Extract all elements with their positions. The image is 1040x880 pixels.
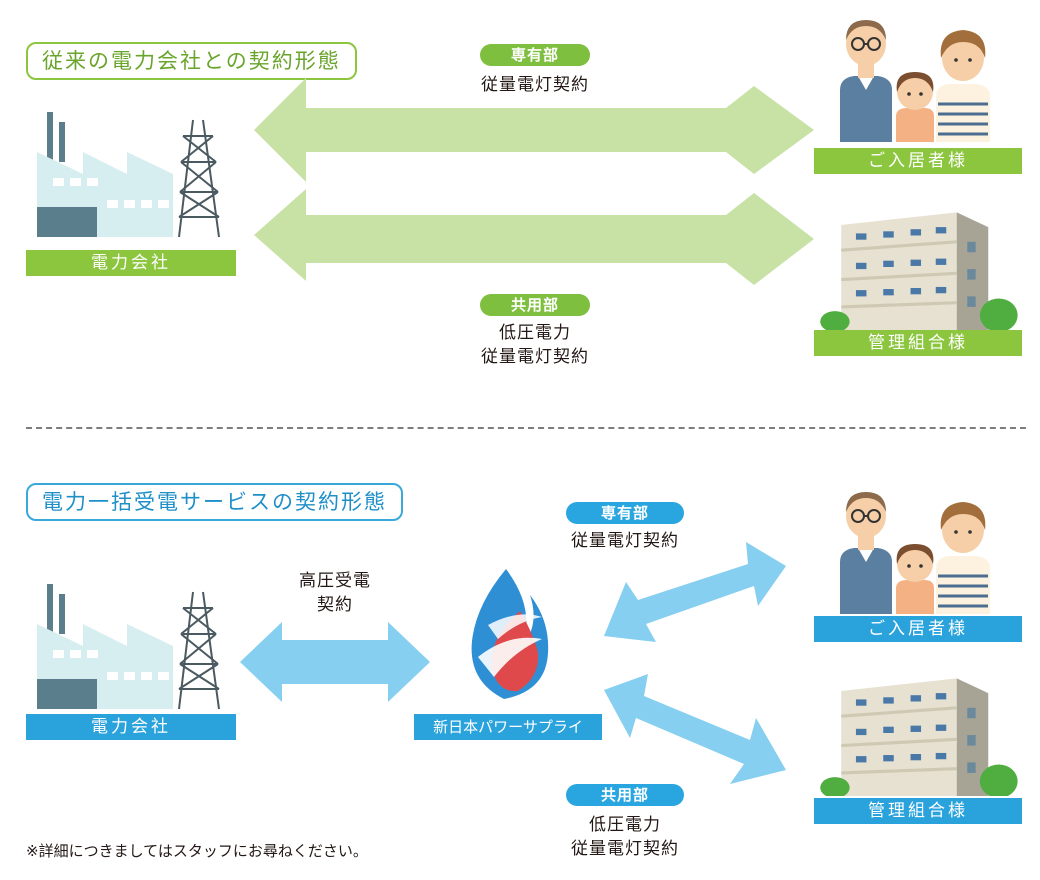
exclusive-tag: 専有部 xyxy=(566,502,684,524)
exclusive-contract-arrow xyxy=(254,78,814,182)
traditional-title: 従来の電力会社との契約形態 xyxy=(26,42,357,80)
exclusive-contract-arrow xyxy=(604,542,786,642)
resident-label: ご入居者様 xyxy=(814,616,1022,642)
building-illustration xyxy=(820,204,1020,330)
association-label: 管理組合様 xyxy=(814,798,1022,824)
supplier-logo-icon xyxy=(471,569,549,699)
resident-label: ご入居者様 xyxy=(814,148,1022,174)
common-contract-arrow xyxy=(604,674,786,784)
factory-illustration xyxy=(18,112,238,252)
common-contract-caption-2: 従量電灯契約 xyxy=(571,839,679,859)
common-contract-caption-1: 低圧電力 xyxy=(589,815,661,835)
bulk-title: 電力一括受電サービスの契約形態 xyxy=(26,483,403,521)
section-divider xyxy=(26,427,1026,429)
high-voltage-caption-1: 高圧受電 xyxy=(299,571,371,591)
power-company-label: 電力会社 xyxy=(26,250,236,276)
common-contract-caption-1: 低圧電力 xyxy=(499,323,571,343)
factory-illustration xyxy=(18,584,238,724)
exclusive-contract-caption: 従量電灯契約 xyxy=(481,75,589,95)
supplier-label: 新日本パワーサプライ xyxy=(414,714,602,740)
family-illustration xyxy=(824,484,1014,614)
power-company-label: 電力会社 xyxy=(26,714,236,740)
high-voltage-caption-2: 契約 xyxy=(317,595,353,615)
exclusive-contract-caption: 従量電灯契約 xyxy=(571,531,679,551)
common-tag: 共用部 xyxy=(480,294,590,316)
association-label: 管理組合様 xyxy=(814,330,1022,356)
building-illustration xyxy=(820,670,1020,796)
common-contract-caption-2: 従量電灯契約 xyxy=(481,347,589,367)
family-illustration xyxy=(824,12,1014,142)
common-tag: 共用部 xyxy=(566,784,684,806)
footnote: ※詳細につきましてはスタッフにお尋ねください。 xyxy=(26,842,368,860)
common-contract-arrow xyxy=(254,189,814,285)
high-voltage-arrow xyxy=(240,622,430,702)
exclusive-tag: 専有部 xyxy=(480,44,590,66)
